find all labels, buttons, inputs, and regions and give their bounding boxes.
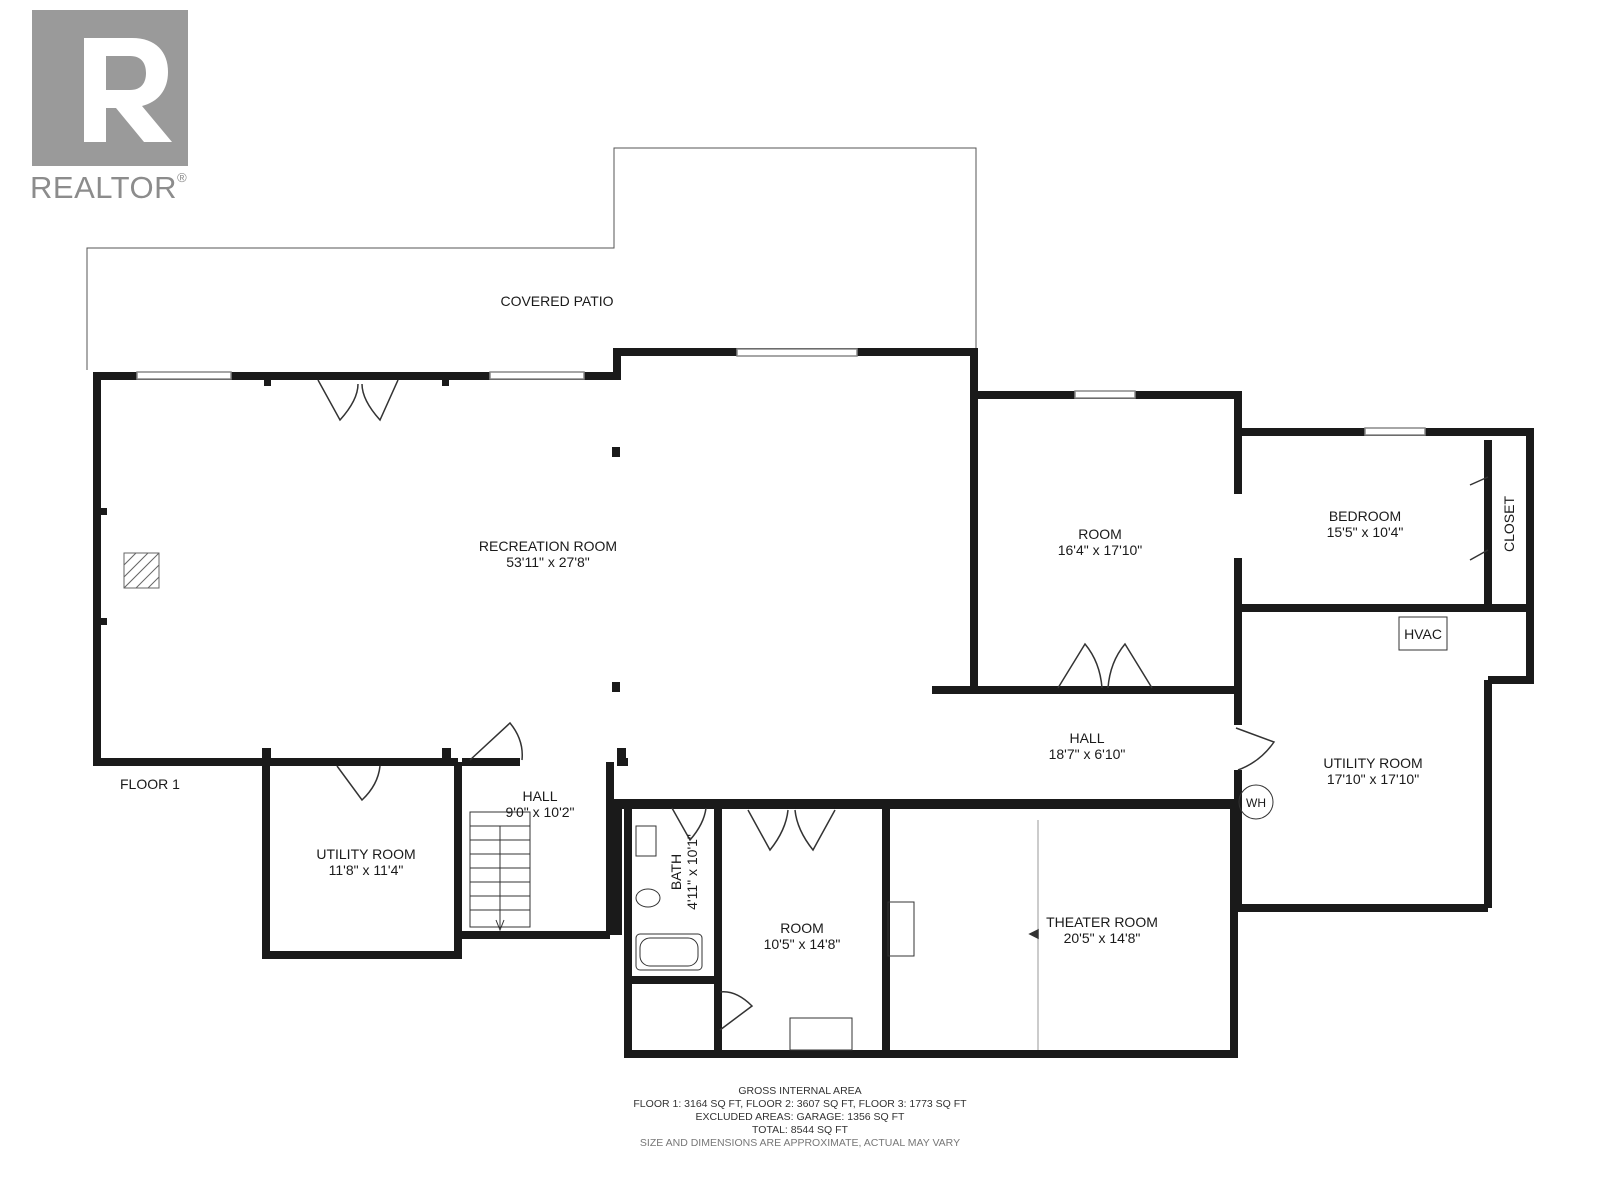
- pillars: [95, 372, 626, 764]
- water-heater-label: WH: [1246, 796, 1266, 810]
- stairs: [469, 811, 531, 932]
- hall-main-label: HALL 18'7" x 6'10": [1049, 730, 1126, 762]
- room-dims: 10'5" x 14'8": [763, 936, 841, 952]
- room-dims: 9'0" x 10'2": [505, 804, 575, 820]
- room-name: BEDROOM: [1328, 508, 1402, 524]
- fireplace-icon: [123, 552, 160, 589]
- room-dims: 11'8" x 11'4": [328, 862, 404, 878]
- covered-patio-label: COVERED PATIO: [500, 293, 614, 309]
- covered-patio-outline: [86, 147, 977, 370]
- room-name: THEATER ROOM: [1046, 914, 1158, 930]
- hall-stairs-label: HALL 9'0" x 10'2": [506, 788, 575, 820]
- bedroom-label: BEDROOM 15'5" x 10'4": [1327, 508, 1404, 540]
- room-name: ROOM: [780, 920, 824, 936]
- room-name: ROOM: [1078, 526, 1122, 542]
- area-floors: FLOOR 1: 3164 SQ FT, FLOOR 2: 3607 SQ FT…: [633, 1098, 967, 1110]
- room-name: HALL: [522, 788, 558, 804]
- room-name: BATH: [668, 853, 684, 891]
- windows: [136, 348, 1426, 436]
- area-disclaimer: SIZE AND DIMENSIONS ARE APPROXIMATE, ACT…: [639, 1137, 961, 1149]
- room-dims: 15'5" x 10'4": [1326, 524, 1404, 540]
- room-dims: 18'7" x 6'10": [1048, 746, 1126, 762]
- closet-label: CLOSET: [1501, 495, 1517, 553]
- recreation-room-label: RECREATION ROOM 53'11" x 27'8": [479, 538, 617, 570]
- floor-1-label: FLOOR 1: [120, 776, 180, 792]
- doors: [317, 379, 1489, 1050]
- area-total: TOTAL: 8544 SQ FT: [752, 1124, 848, 1136]
- bath-fixtures: [635, 825, 703, 971]
- theater-room-label: THEATER ROOM 20'5" x 14'8": [1046, 914, 1158, 946]
- area-heading: GROSS INTERNAL AREA: [738, 1085, 862, 1097]
- walls: [93, 348, 1534, 1058]
- room-name: UTILITY ROOM: [1323, 755, 1423, 771]
- utility-room-left-label: UTILITY ROOM 11'8" x 11'4": [316, 846, 415, 878]
- room-lower-label: ROOM 10'5" x 14'8": [764, 920, 841, 952]
- realtor-r-mark-icon: [32, 10, 188, 166]
- area-excluded: EXCLUDED AREAS: GARAGE: 1356 SQ FT: [695, 1111, 905, 1123]
- realtor-logo: REALTOR®: [30, 10, 200, 205]
- bath-label: BATH 4'11" x 10'1": [668, 834, 700, 910]
- realtor-wordmark: REALTOR®: [30, 170, 188, 205]
- room-dims: 20'5" x 14'8": [1063, 930, 1141, 946]
- room-name: HALL: [1069, 730, 1105, 746]
- room-dims: 17'10" x 17'10": [1326, 771, 1420, 787]
- room-dims: 53'11" x 27'8": [506, 554, 590, 570]
- room-dims: 16'4" x 17'10": [1057, 542, 1143, 558]
- room-fixtures: [789, 616, 1448, 1051]
- hvac-label: HVAC: [1404, 626, 1442, 642]
- utility-room-right-label: UTILITY ROOM 17'10" x 17'10": [1323, 755, 1422, 787]
- room-name: RECREATION ROOM: [478, 538, 618, 554]
- room-name: UTILITY ROOM: [316, 846, 416, 862]
- room-dims: 4'11" x 10'1": [684, 834, 700, 910]
- room-upper-label: ROOM 16'4" x 17'10": [1058, 526, 1143, 558]
